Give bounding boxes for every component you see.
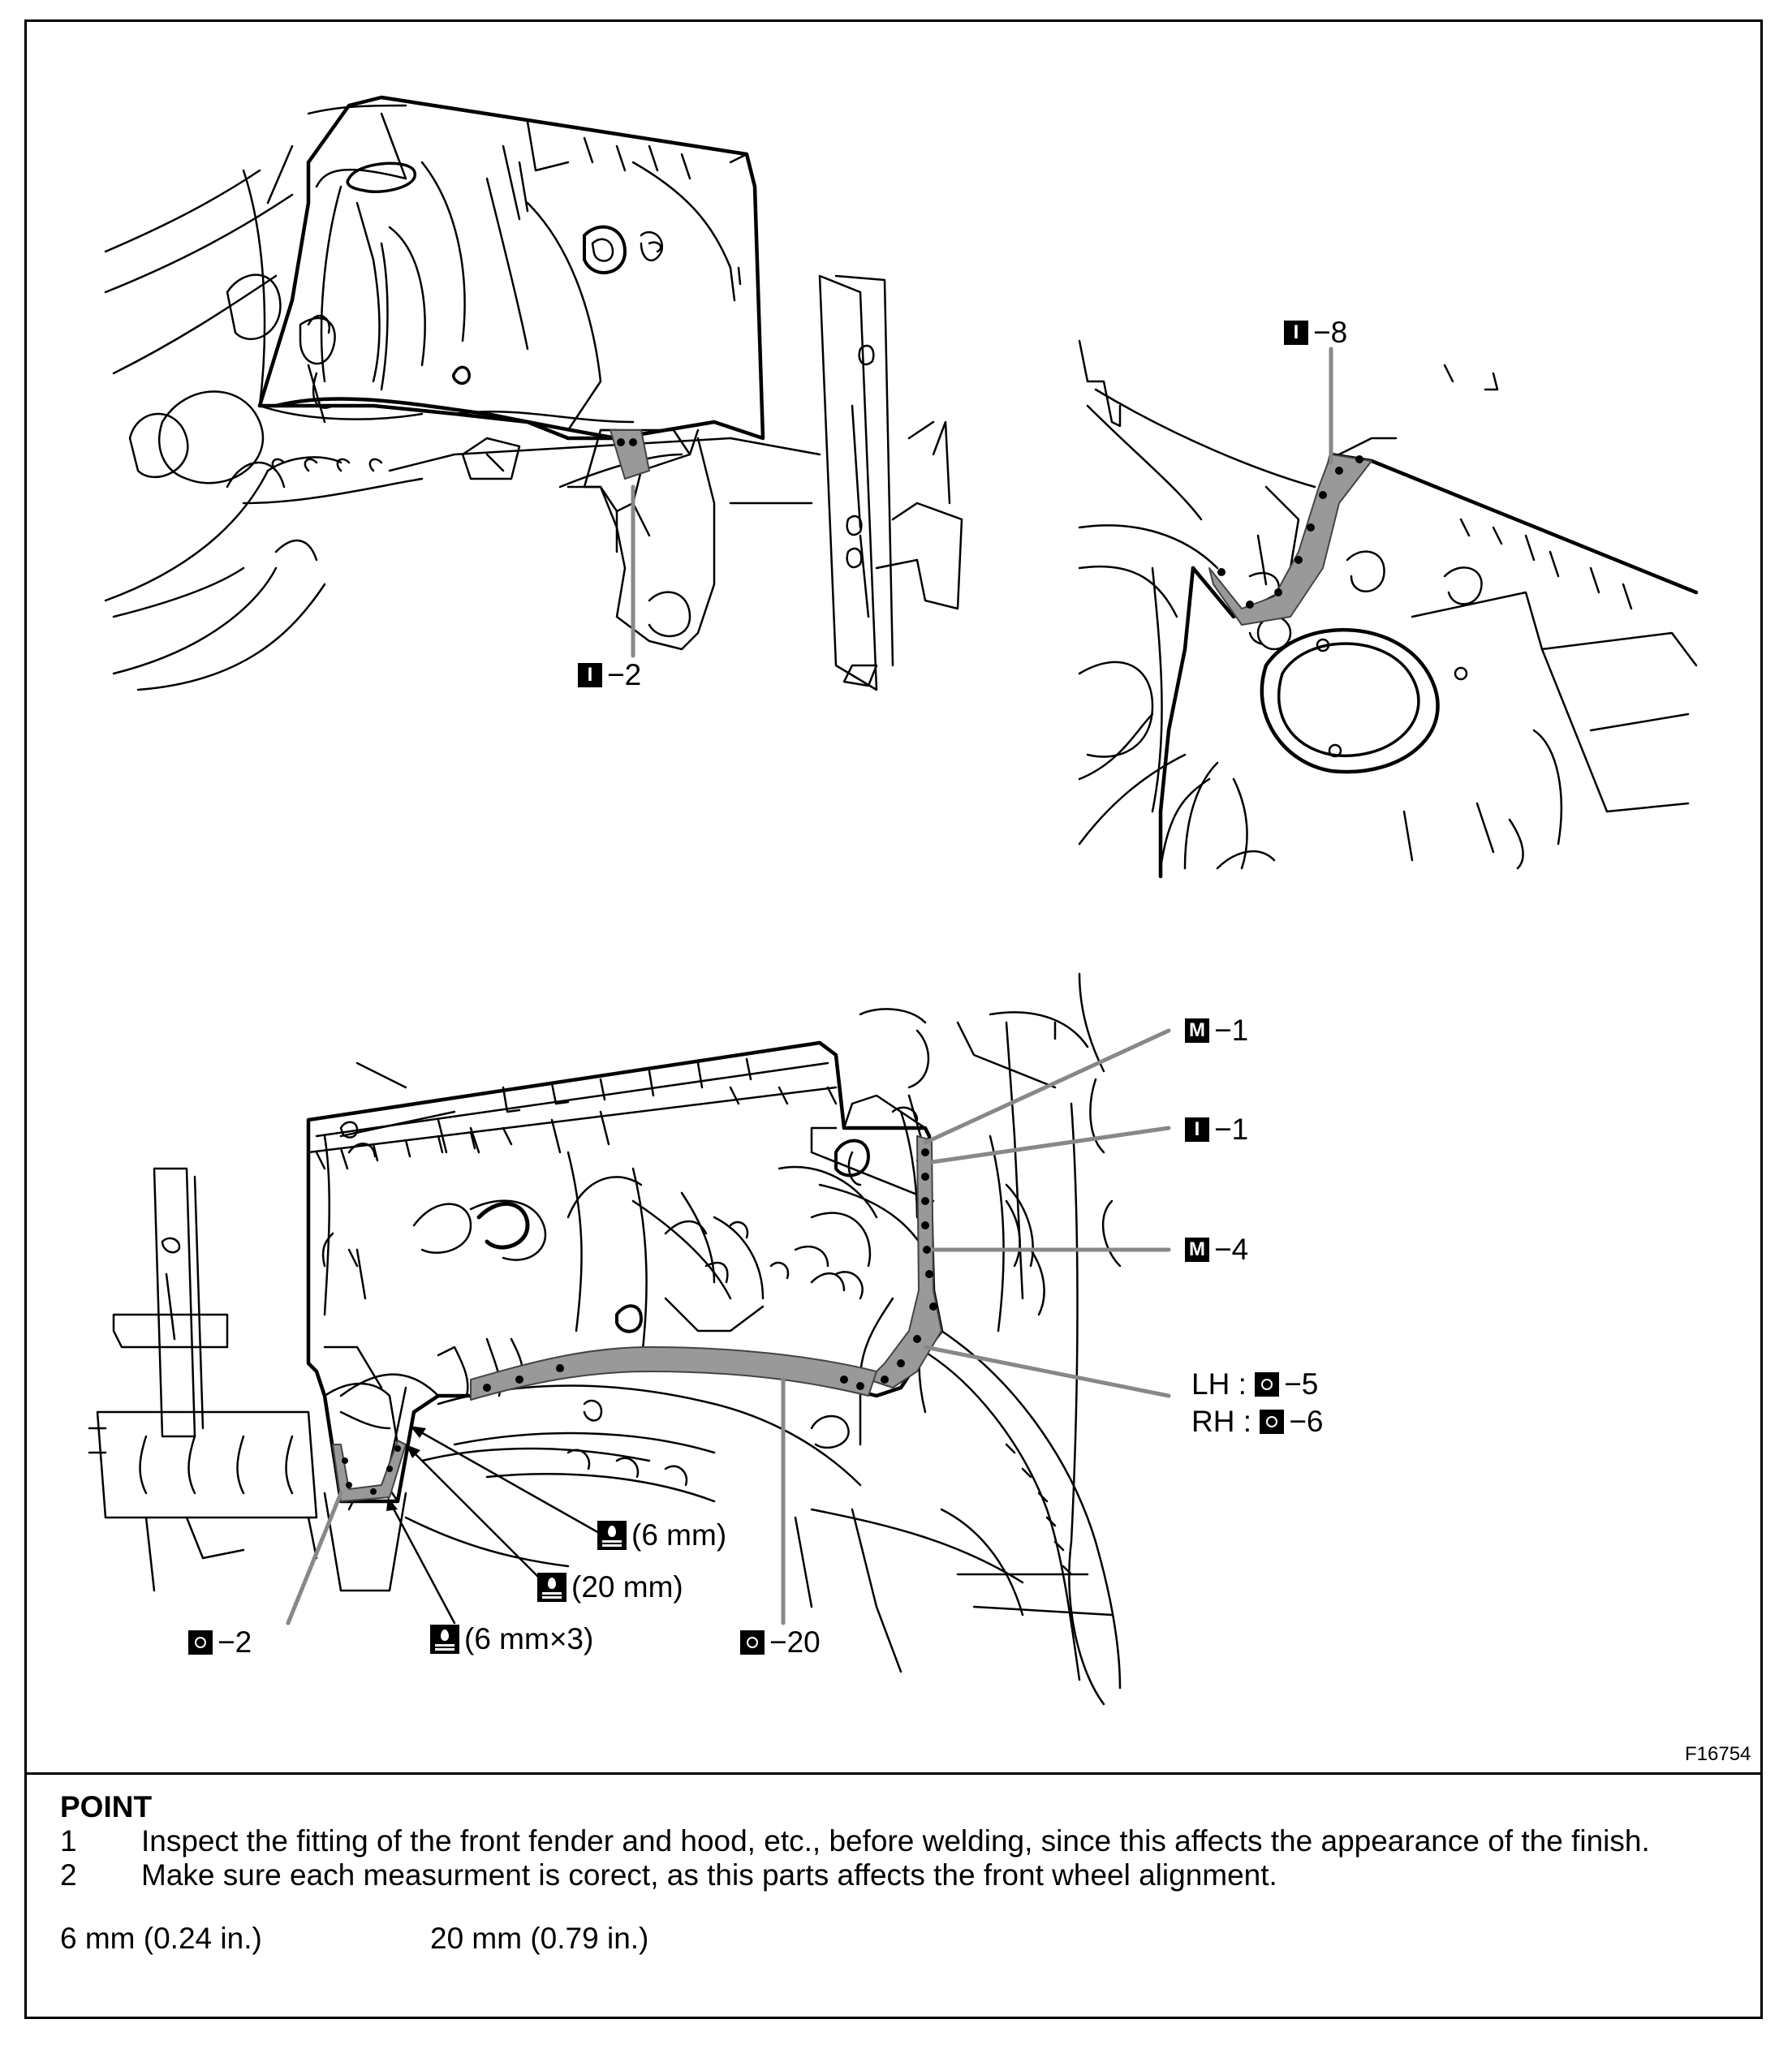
callout-i1: I−1: [1185, 1113, 1248, 1146]
top-left-view: [104, 95, 963, 691]
point-notes: POINT 1 Inspect the fitting of the front…: [60, 1790, 1740, 1956]
top-right-view: [1078, 339, 1699, 879]
sealer-icon: [597, 1521, 627, 1550]
callout-m1: M−1: [1185, 1014, 1248, 1047]
weld-strip-o20: [470, 1346, 877, 1401]
callout-m4: M−4: [1185, 1233, 1248, 1266]
callout-rh: RH : −6: [1191, 1405, 1324, 1438]
weld-type-i-icon: I: [1284, 321, 1308, 345]
callout-o20: −20: [740, 1626, 821, 1659]
note-item: 1 Inspect the fitting of the front fende…: [60, 1824, 1650, 1858]
callout-lh: LH : −5: [1191, 1367, 1319, 1401]
spec-20mm: 20 mm (0.79 in.): [430, 1922, 649, 1955]
spot-weld-icon: [1255, 1372, 1280, 1397]
figure-id: F16754: [1685, 1743, 1751, 1765]
spot-weld-icon: [1260, 1410, 1285, 1434]
point-title: POINT: [60, 1790, 153, 1823]
callout-i8: I−8: [1284, 316, 1347, 349]
sealer-icon: [430, 1625, 459, 1654]
section-divider: [24, 1772, 1763, 1775]
spot-weld-icon: [740, 1630, 765, 1655]
weld-strip-i8: [1208, 454, 1372, 626]
spec-6mm: 6 mm (0.24 in.): [60, 1922, 262, 1955]
weld-type-m-icon: M: [1185, 1018, 1209, 1043]
weld-strip-i2: [610, 429, 650, 480]
body-panel-illustration: [88, 95, 1699, 1706]
callout-sealer-20mm: (20 mm): [537, 1571, 683, 1604]
weld-type-i-icon: I: [1185, 1117, 1209, 1142]
callout-o2: −2: [188, 1626, 252, 1659]
weld-type-i-icon: I: [578, 663, 602, 687]
weld-type-m-icon: M: [1185, 1238, 1209, 1262]
spot-weld-icon: [188, 1630, 213, 1655]
callout-sealer-6mm: (6 mm): [597, 1519, 726, 1552]
callout-i2: I−2: [578, 659, 641, 691]
measurement-specs: 6 mm (0.24 in.) 20 mm (0.79 in.): [60, 1922, 1740, 1956]
sealer-icon: [537, 1573, 566, 1602]
note-item: 2 Make sure each measurment is corect, a…: [60, 1858, 1277, 1892]
callout-sealer-6mm-x3: (6 mm×3): [430, 1623, 593, 1655]
figure-frame: [24, 19, 1763, 2019]
